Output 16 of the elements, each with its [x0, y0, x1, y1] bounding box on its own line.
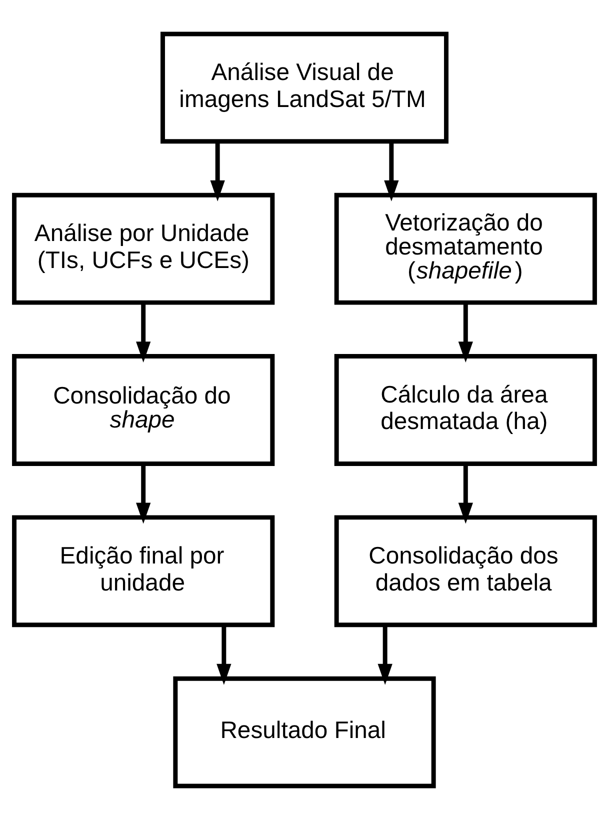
node-box: Vetorização do desmatamento (shapefile) [334, 192, 597, 305]
node-box: Consolidação do shape [12, 354, 275, 466]
arrow [458, 302, 473, 363]
node-box: Resultado Final [173, 676, 436, 788]
node-box: Análise Visual de imagens LandSat 5/TM [160, 32, 448, 144]
node-box: Edição final por unidade [12, 515, 275, 628]
arrow [384, 142, 399, 202]
node-box: Análise por Unidade (TIs, UCFs e UCEs) [12, 192, 275, 305]
node-box: Consolidação dos dados em tabela [334, 515, 597, 628]
arrow [210, 142, 225, 202]
node-box: Cálculo da área desmatada (ha) [334, 354, 597, 466]
arrow [216, 625, 232, 685]
arrow [378, 625, 392, 685]
arrow [136, 302, 151, 363]
arrow [458, 464, 473, 524]
arrow [136, 464, 151, 524]
